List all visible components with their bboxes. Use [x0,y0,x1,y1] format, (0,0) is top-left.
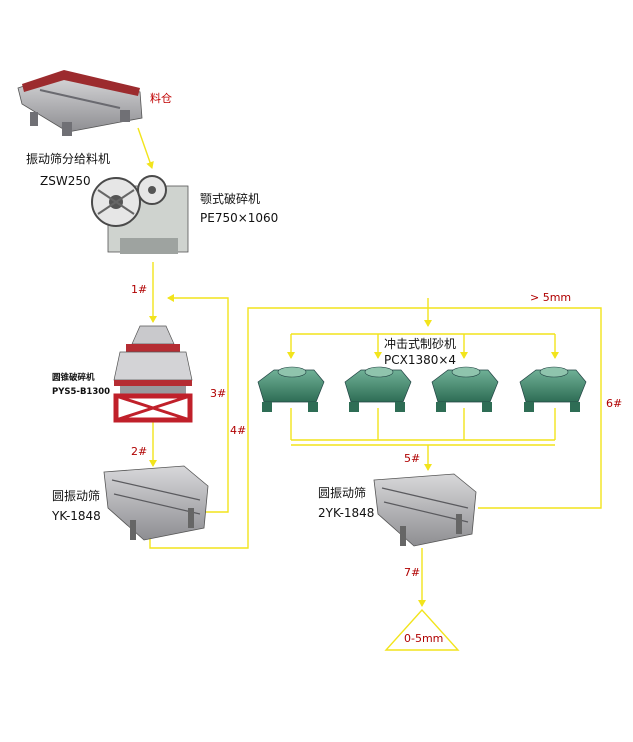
flow-number-7: 7# [404,566,420,579]
screen-1-name: 圆振动筛 [52,488,100,503]
flow-lines [137,127,602,651]
impact-sand-maker-group [257,366,587,412]
vibrating-screen-icon [103,465,209,541]
jaw-crusher-model: PE750×1060 [200,211,278,225]
flow-3-return-loop [167,294,229,513]
product-label: 0-5mm [404,632,443,645]
impact-sand-maker-icon [519,366,587,412]
cone-crusher-icon [113,325,193,423]
screen-1-model: YK-1848 [51,509,101,523]
sand-maker-model: PCX1380×4 [384,353,456,367]
flow-number-1: 1# [131,283,147,296]
sand-maker-name: 冲击式制砂机 [384,336,456,351]
hopper-label: 料仓 [150,91,172,105]
feeder-model: ZSW250 [40,174,91,188]
flow-number-3: 3# [210,387,226,400]
impact-sand-maker-icon [431,366,499,412]
flow-number-2: 2# [131,445,147,458]
cone-crusher-model: PYS5-B1300 [52,387,110,397]
impact-sand-maker-icon [344,366,412,412]
jaw-crusher-icon [91,175,189,254]
flow-number-6: 6# [606,397,622,410]
product-pile-icon [384,608,460,651]
screen-2-model: 2YK-1848 [318,506,374,520]
vibrating-screen-icon [373,473,477,547]
flow-number-4: 4# [230,424,246,437]
screen-2-name: 圆振动筛 [318,485,366,500]
feeder-name: 振动筛分给料机 [26,151,110,166]
flow-6-oversize-return [428,307,602,509]
flow-feeder-to-jaw [137,127,154,169]
oversize-label: > 5mm [530,291,571,304]
flow-number-5: 5# [404,452,420,465]
impact-sand-maker-icon [257,366,325,412]
cone-crusher-name: 圆锥破碎机 [52,372,95,383]
jaw-crusher-name: 颚式破碎机 [200,191,260,206]
vibrating-feeder-icon [17,70,143,136]
